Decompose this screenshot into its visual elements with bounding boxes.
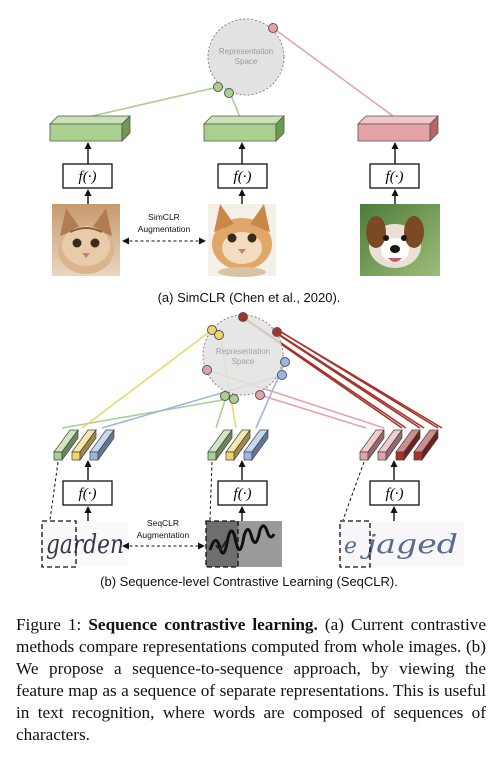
frame-vector-pink xyxy=(377,428,403,462)
encoder-function-box: f(·) xyxy=(62,480,113,506)
embedding-point-green xyxy=(220,391,230,401)
svg-text:f(·): f(·) xyxy=(386,169,404,185)
encoder-function-box: f(·) xyxy=(62,163,113,189)
figure-title: Sequence contrastive learning. xyxy=(88,615,318,634)
svg-text:f(·): f(·) xyxy=(234,169,252,185)
embedding-point-pink xyxy=(268,23,278,33)
dog-image xyxy=(360,204,440,276)
embedding-point-red xyxy=(272,327,282,337)
frame-vector-green xyxy=(53,428,79,462)
figure-number: Figure 1: xyxy=(16,615,89,634)
frame-vector-red xyxy=(413,428,439,462)
encoder-function-box: f(·) xyxy=(217,480,268,506)
augmented-handwritten-word-image xyxy=(205,520,282,568)
embedding-point-red xyxy=(238,312,248,322)
panel-a-subcaption: (a) SimCLR (Chen et al., 2020). xyxy=(158,290,341,305)
embedding-point-blue xyxy=(277,370,287,380)
embedding-point-blue xyxy=(280,357,290,367)
frame-vector-yellow xyxy=(71,428,97,462)
handwritten-word-right: jaged xyxy=(360,530,458,560)
embedding-point-pink xyxy=(202,365,212,375)
handwritten-word-image: e jaged xyxy=(339,520,464,568)
frame-vector-blue xyxy=(89,428,115,462)
augmented-kitten-image xyxy=(208,204,276,277)
handwritten-word-left: garden xyxy=(46,530,124,560)
embedding-point-green xyxy=(213,82,223,92)
encoder-function-box: f(·) xyxy=(217,163,268,189)
feature-vector-pink xyxy=(357,115,439,142)
frame-vector-red xyxy=(395,428,421,462)
embedding-point-pink xyxy=(255,390,265,400)
svg-text:f(·): f(·) xyxy=(79,169,97,185)
encoder-function-box: f(·) xyxy=(369,163,420,189)
panel-b-subcaption: (b) Sequence-level Contrastive Learning … xyxy=(100,574,398,589)
handwritten-word-right-prefix: e xyxy=(344,534,357,559)
representation-space-circle xyxy=(207,18,285,96)
handwritten-word-image: garden xyxy=(41,520,128,568)
encoder-function-box: f(·) xyxy=(369,480,420,506)
embedding-point-green xyxy=(229,394,239,404)
embedding-point-green xyxy=(224,88,234,98)
svg-text:f(·): f(·) xyxy=(79,486,97,502)
frame-vector-yellow xyxy=(225,428,251,462)
feature-vector-green xyxy=(49,115,131,142)
svg-text:f(·): f(·) xyxy=(234,486,252,502)
frame-vector-pink xyxy=(359,428,385,462)
embedding-point-yellow xyxy=(214,330,224,340)
svg-text:f(·): f(·) xyxy=(386,486,404,502)
kitten-image xyxy=(52,204,120,276)
frame-vector-green xyxy=(207,428,233,462)
feature-vector-green xyxy=(203,115,285,142)
frame-vector-blue xyxy=(243,428,269,462)
figure-caption: Figure 1: Sequence contrastive learning.… xyxy=(16,614,486,746)
caption-text: (a) Current contrastive methods compare … xyxy=(16,615,486,744)
embedding-point-yellow xyxy=(207,325,217,335)
